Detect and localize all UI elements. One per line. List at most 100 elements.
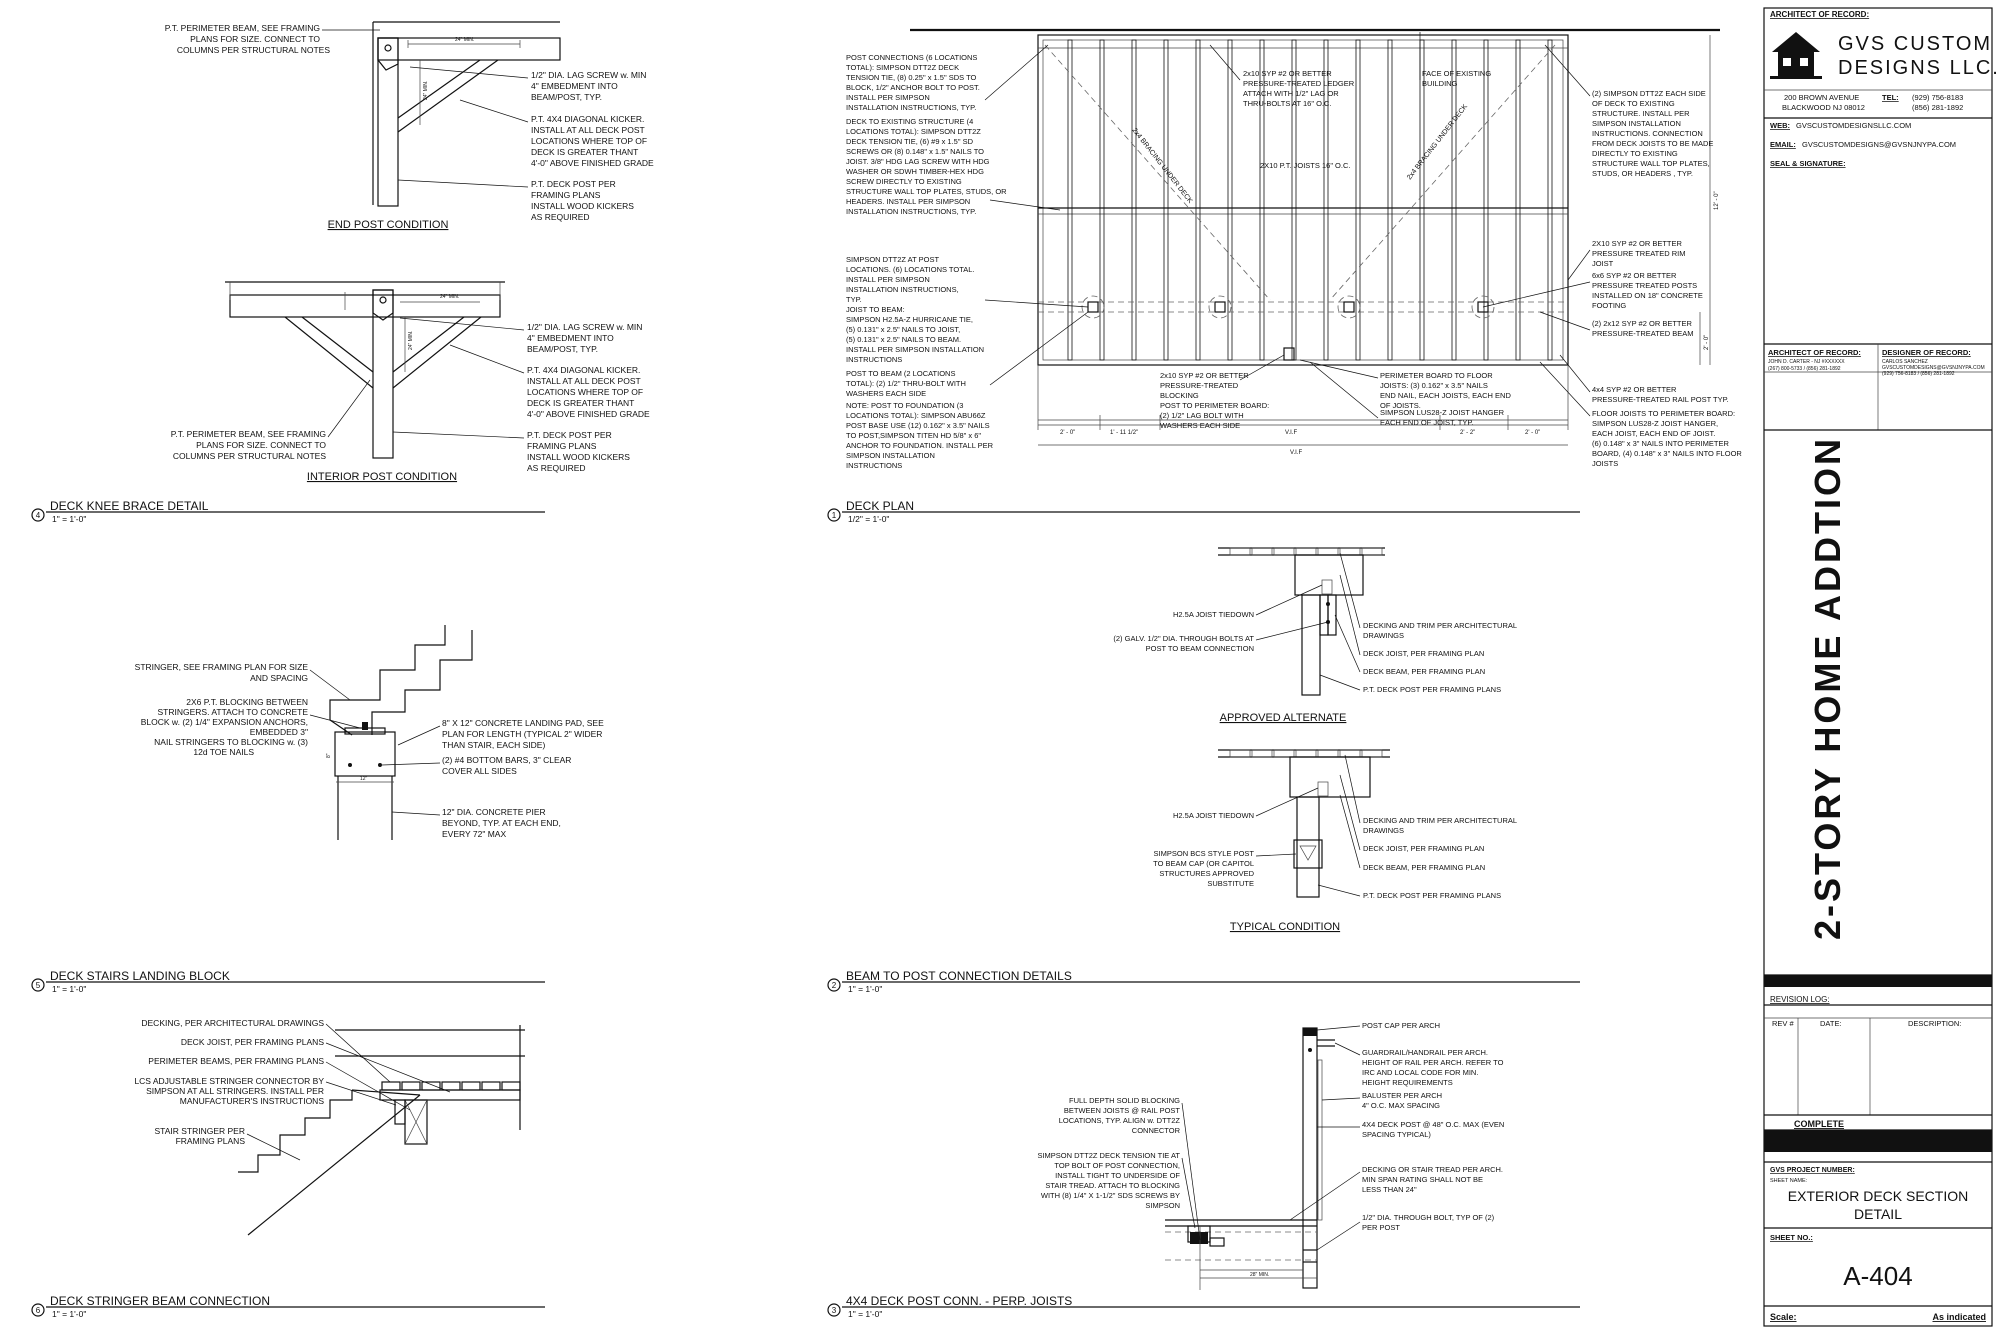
deck-plan: 2x4 BRACING UNDER DECK 2x4 BRACING UNDER… [846, 28, 1742, 470]
svg-text:6x6 SYP #2 OR BETTER: 6x6 SYP #2 OR BETTER [1592, 271, 1677, 280]
svg-text:PERIMETER BOARD TO FLOOR: PERIMETER BOARD TO FLOOR [1380, 371, 1493, 380]
svg-text:BEAM TO POST CONNECTION DETAIL: BEAM TO POST CONNECTION DETAILS [846, 969, 1072, 983]
revision-log-label: REVISION LOG: [1770, 995, 1830, 1004]
svg-text:FRAMING PLANS: FRAMING PLANS [176, 1136, 246, 1146]
svg-text:TENSION TIE, (8) 0.25" x 1.5": TENSION TIE, (8) 0.25" x 1.5" SDS TO [846, 73, 977, 82]
designer-detail-2: GVSCUSTOMDESIGNS@GVSNJNYPA.COM [1882, 365, 1985, 371]
svg-text:P.T. PERIMETER BEAM, SEE FRAMI: P.T. PERIMETER BEAM, SEE FRAMING [165, 23, 320, 33]
svg-text:DECKING AND TRIM PER ARCHITECT: DECKING AND TRIM PER ARCHITECTURAL [1363, 621, 1517, 630]
svg-text:12" DIA. CONCRETE PIER: 12" DIA. CONCRETE PIER [442, 807, 546, 817]
svg-text:POST TO BEAM CONNECTION: POST TO BEAM CONNECTION [1146, 644, 1254, 653]
svg-text:2x4 BRACING UNDER DECK: 2x4 BRACING UNDER DECK [1130, 127, 1193, 205]
svg-text:SPACING TYPICAL): SPACING TYPICAL) [1362, 1130, 1431, 1139]
scale-value: As indicated [1932, 1312, 1986, 1322]
svg-text:1" = 1'-0": 1" = 1'-0" [52, 1309, 86, 1319]
svg-text:TYP.: TYP. [846, 295, 862, 304]
svg-text:EACH END OF JOIST, TYP.: EACH END OF JOIST, TYP. [1380, 418, 1474, 427]
svg-text:LOCATIONS TOTAL): SIMPSON ABU6: LOCATIONS TOTAL): SIMPSON ABU66Z [846, 411, 986, 420]
svg-text:PER POST: PER POST [1362, 1223, 1400, 1232]
svg-text:HEIGHT REQUIREMENTS: HEIGHT REQUIREMENTS [1362, 1078, 1453, 1087]
svg-text:BEYOND, TYP. AT EACH END,: BEYOND, TYP. AT EACH END, [442, 818, 561, 828]
beam-to-post-details: H2.5A JOIST TIEDOWN (2) GALV. 1/2" DIA. … [1113, 547, 1517, 933]
svg-text:OF DECK TO EXISTING: OF DECK TO EXISTING [1592, 99, 1675, 108]
svg-text:BALUSTER PER ARCH: BALUSTER PER ARCH [1362, 1091, 1442, 1100]
svg-text:NOTE: POST TO FOUNDATION (3: NOTE: POST TO FOUNDATION (3 [846, 401, 963, 410]
svg-text:HEIGHT OF RAIL PER ARCH. REFER: HEIGHT OF RAIL PER ARCH. REFER TO [1362, 1058, 1504, 1067]
svg-text:INSTRUCTIONS: INSTRUCTIONS [846, 355, 902, 364]
svg-text:STRUCTURE WALL TOP PLATES, STU: STRUCTURE WALL TOP PLATES, STUDS, OR [846, 187, 1007, 196]
svg-text:DECK BEAM, PER FRAMING PLAN: DECK BEAM, PER FRAMING PLAN [1363, 863, 1485, 872]
svg-text:DECK JOIST, PER FRAMING PLAN: DECK JOIST, PER FRAMING PLAN [1363, 649, 1484, 658]
view-title-4: 4 DECK KNEE BRACE DETAIL 1" = 1'-0" [31, 499, 545, 524]
svg-text:SUBSTITUTE: SUBSTITUTE [1207, 879, 1254, 888]
plan-joist [1067, 39, 1073, 361]
svg-text:DECK TENSION TIE, (6) #9 x 1.5: DECK TENSION TIE, (6) #9 x 1.5" SD [846, 137, 974, 146]
svg-text:2x4 BRACING UNDER DECK: 2x4 BRACING UNDER DECK [1406, 103, 1469, 181]
plan-joist [1483, 39, 1489, 361]
project-number-label: GVS PROJECT NUMBER: [1770, 1167, 1855, 1174]
svg-text:EMBEDDED 3": EMBEDDED 3" [250, 727, 308, 737]
svg-text:DECK STRINGER BEAM CONNECTION: DECK STRINGER BEAM CONNECTION [50, 1294, 270, 1308]
svg-text:INSTALLED ON 18" CONCRETE: INSTALLED ON 18" CONCRETE [1592, 291, 1703, 300]
svg-text:4X4 DECK POST CONN. - PERP. JO: 4X4 DECK POST CONN. - PERP. JOISTS [846, 1294, 1072, 1308]
svg-text:DECK KNEE BRACE DETAIL: DECK KNEE BRACE DETAIL [50, 499, 209, 513]
svg-text:LOCATIONS WHERE TOP OF: LOCATIONS WHERE TOP OF [531, 136, 647, 146]
svg-text:AS REQUIRED: AS REQUIRED [531, 212, 590, 222]
svg-text:COLUMNS PER STRUCTURAL NOTES: COLUMNS PER STRUCTURAL NOTES [173, 451, 327, 461]
svg-text:STUDS, OR HEADERS , TYP.: STUDS, OR HEADERS , TYP. [1592, 169, 1693, 178]
svg-text:DECK IS GREATER THANT: DECK IS GREATER THANT [531, 147, 638, 157]
svg-text:DIRECTLY TO EXISTING: DIRECTLY TO EXISTING [1592, 149, 1678, 158]
svg-text:DECK PLAN: DECK PLAN [846, 499, 914, 513]
svg-text:SCREW DIRECTLY TO EXISTING: SCREW DIRECTLY TO EXISTING [846, 177, 962, 186]
svg-text:2X6 P.T. BLOCKING BETWEEN: 2X6 P.T. BLOCKING BETWEEN [186, 697, 308, 707]
arch-record-label: ARCHITECT OF RECORD: [1768, 348, 1861, 357]
plan-joist [1131, 39, 1137, 361]
svg-text:DECK IS GREATER THANT: DECK IS GREATER THANT [527, 398, 634, 408]
svg-text:EVERY 72" MAX: EVERY 72" MAX [442, 829, 506, 839]
svg-text:WASHER OR SDWH TIMBER-HEX HDG: WASHER OR SDWH TIMBER-HEX HDG [846, 167, 984, 176]
svg-text:IRC AND LOCAL CODE FOR MIN.: IRC AND LOCAL CODE FOR MIN. [1362, 1068, 1478, 1077]
svg-text:FRAMING PLANS: FRAMING PLANS [527, 441, 597, 451]
svg-text:2' - 0": 2' - 0" [1704, 335, 1710, 350]
plan-joist [1259, 39, 1265, 361]
svg-text:INSTALL WOOD KICKERS: INSTALL WOOD KICKERS [531, 201, 634, 211]
end-post-drawing: 24" MIN. 24" MIN. P.T. PERIMETER BEAM, S… [165, 21, 654, 231]
svg-text:TOP BOLT OF POST CONNECTION,: TOP BOLT OF POST CONNECTION, [1054, 1161, 1180, 1170]
stairs-landing-detail: 12" 8" STRINGER, SEE FRAMING PLAN FOR SI… [135, 625, 604, 840]
tel-label: TEL: [1882, 93, 1899, 102]
svg-text:(2) SIMPSON DTT2Z EACH SIDE: (2) SIMPSON DTT2Z EACH SIDE [1592, 89, 1706, 98]
svg-text:4X4 DECK POST @ 48" O.C. MAX (: 4X4 DECK POST @ 48" O.C. MAX (EVEN [1362, 1120, 1504, 1129]
sheet-name-line2: DETAIL [1854, 1206, 1902, 1222]
svg-text:INSTALL AT ALL DECK POST: INSTALL AT ALL DECK POST [527, 376, 641, 386]
svg-text:INSTALL PER SIMPSON INSTALLATI: INSTALL PER SIMPSON INSTALLATION [846, 345, 984, 354]
svg-text:2' - 0": 2' - 0" [1060, 430, 1075, 436]
svg-text:FACE OF EXISTING: FACE OF EXISTING [1422, 69, 1491, 78]
svg-text:SIMPSON H2.5A-Z HURRICANE TIE,: SIMPSON H2.5A-Z HURRICANE TIE, [846, 315, 973, 324]
web-link[interactable]: GVSCUSTOMDESIGNSLLC.COM [1796, 121, 1911, 130]
svg-text:BUILDING: BUILDING [1422, 79, 1458, 88]
rev-desc-header: DESCRIPTION: [1908, 1019, 1961, 1028]
view-title-1: 1 DECK PLAN 1/2" = 1'-0" [827, 499, 1580, 524]
svg-text:DRAWINGS: DRAWINGS [1363, 826, 1404, 835]
view-title-5: 5 DECK STAIRS LANDING BLOCK 1" = 1'-0" [31, 969, 545, 994]
svg-text:BOARD, (4) 0.148" x 3" NAILS I: BOARD, (4) 0.148" x 3" NAILS INTO FLOOR [1592, 449, 1742, 458]
svg-text:P.T. DECK POST PER: P.T. DECK POST PER [531, 179, 616, 189]
svg-text:LOCATIONS, TYP. ALIGN w. DTT2Z: LOCATIONS, TYP. ALIGN w. DTT2Z [1059, 1116, 1181, 1125]
svg-text:PRESSURE-TREATED: PRESSURE-TREATED [1160, 381, 1239, 390]
svg-text:8": 8" [326, 753, 332, 758]
svg-text:STAIR TREAD. ATTACH TO BLOCKIN: STAIR TREAD. ATTACH TO BLOCKING [1045, 1181, 1180, 1190]
svg-text:TO BEAM CAP (OR CAPITOL: TO BEAM CAP (OR CAPITOL [1153, 859, 1254, 868]
plan-joist [1227, 39, 1233, 361]
svg-text:4: 4 [36, 511, 41, 520]
svg-text:STAIR STRINGER PER: STAIR STRINGER PER [154, 1126, 245, 1136]
svg-text:PRESSURE TREATED POSTS: PRESSURE TREATED POSTS [1592, 281, 1697, 290]
arch-detail-1: JOHN D. CARTER - NJ #XXXXXX [1768, 359, 1845, 365]
svg-text:LESS THAN 24": LESS THAN 24" [1362, 1185, 1417, 1194]
svg-text:P.T. DECK POST PER FRAMING PLA: P.T. DECK POST PER FRAMING PLANS [1363, 891, 1501, 900]
email-link[interactable]: GVSCUSTOMDESIGNS@GVSNJNYPA.COM [1802, 140, 1956, 149]
svg-text:1" = 1'-0": 1" = 1'-0" [52, 984, 86, 994]
svg-text:24" MIN.: 24" MIN. [440, 294, 459, 300]
svg-text:28" MIN.: 28" MIN. [1250, 1272, 1269, 1278]
svg-text:DECK JOIST, PER FRAMING PLAN: DECK JOIST, PER FRAMING PLAN [1363, 844, 1484, 853]
